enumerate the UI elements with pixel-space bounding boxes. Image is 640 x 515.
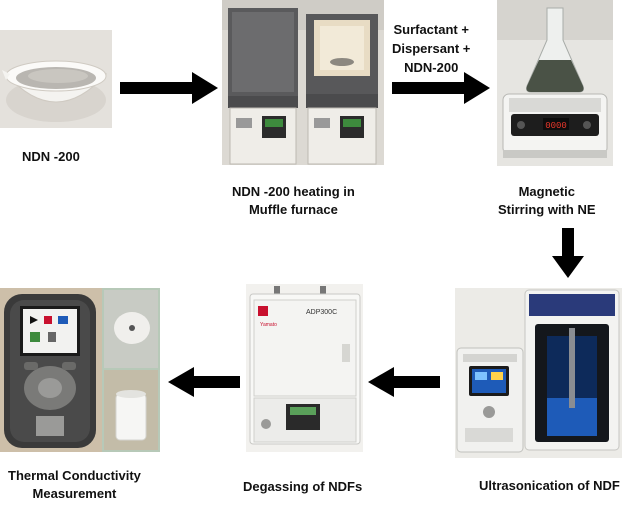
ultrasonication-label: Ultrasonication of NDF xyxy=(479,478,620,493)
stirrer-display-text: 0000 xyxy=(545,121,567,131)
degassing-oven-photo: Yamato ADP300C xyxy=(246,284,363,452)
arrow-left-icon xyxy=(368,367,440,397)
thermal-meter-photo xyxy=(0,288,160,452)
muffle-furnace-photo xyxy=(222,0,384,165)
arrow-right-icon xyxy=(120,72,218,104)
magnetic-stirring-label-line2: Stirring with NE xyxy=(498,202,596,217)
ndn-powder-photo xyxy=(0,30,112,128)
additives-label: Surfactant + Dispersant + NDN-200 xyxy=(392,20,470,77)
arrow-left-icon xyxy=(168,367,240,397)
thermal-conductivity-label-line2: Measurement xyxy=(32,486,117,501)
oven-brand-text: Yamato xyxy=(260,322,277,328)
additives-line1: Surfactant + xyxy=(393,22,469,37)
ndn-powder-label: NDN -200 xyxy=(22,149,80,164)
arrow-right-icon xyxy=(392,72,490,104)
muffle-heating-label-line2: Muffle furnace xyxy=(248,202,338,217)
degassing-label: Degassing of NDFs xyxy=(243,479,363,494)
muffle-heating-label: NDN -200 heating in Muffle furnace xyxy=(232,183,355,219)
ultrasonicator-photo xyxy=(455,288,622,458)
magnetic-stirring-label: Magnetic Stirring with NE xyxy=(498,183,596,219)
thermal-conductivity-label-line1: Thermal Conductivity xyxy=(8,468,141,483)
additives-line3: NDN-200 xyxy=(404,60,459,75)
muffle-heating-label-line1: NDN -200 heating in xyxy=(232,184,355,199)
magnetic-stirrer-photo: 0000 xyxy=(497,0,613,166)
additives-line2: Dispersant + xyxy=(392,41,471,56)
arrow-down-icon xyxy=(552,228,584,278)
magnetic-stirring-label-line1: Magnetic xyxy=(518,184,575,199)
oven-model-text: ADP300C xyxy=(306,309,337,316)
thermal-conductivity-label: Thermal Conductivity Measurement xyxy=(8,467,141,503)
